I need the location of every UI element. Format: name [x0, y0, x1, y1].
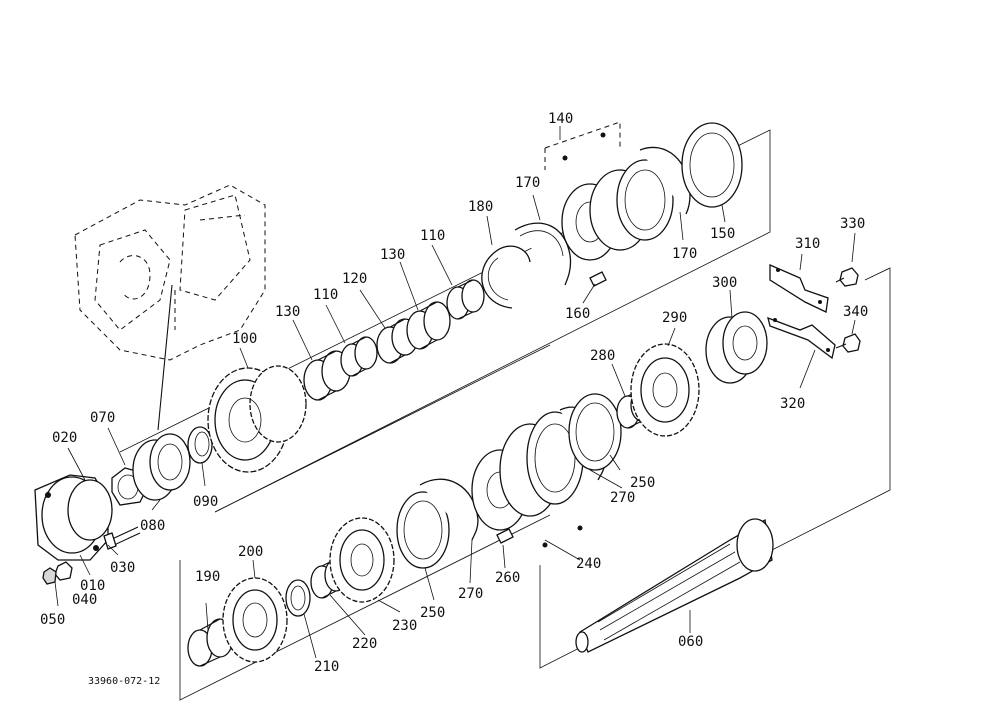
part-140-synchro-hub [561, 132, 674, 261]
label-250a: 250 [420, 605, 445, 621]
part-210-ring [285, 579, 311, 617]
part-150-cone-ring [681, 122, 743, 208]
part-260-key [496, 528, 514, 544]
label-030: 030 [110, 560, 135, 576]
label-270a: 270 [458, 586, 483, 602]
label-070: 070 [90, 410, 115, 426]
label-080: 080 [140, 518, 165, 534]
label-200: 200 [238, 544, 263, 560]
label-230: 230 [392, 618, 417, 634]
label-050: 050 [40, 612, 65, 628]
part-250-cone-ring [396, 491, 450, 569]
label-110b: 110 [420, 228, 445, 244]
label-340: 340 [843, 304, 868, 320]
label-260: 260 [495, 570, 520, 586]
label-130b: 130 [380, 247, 405, 263]
part-250b-cone-ring [568, 393, 622, 471]
label-040: 040 [72, 592, 97, 608]
label-120: 120 [342, 271, 367, 287]
transmission-housing [74, 184, 266, 361]
figure-code: 33960-072-12 [88, 676, 160, 687]
label-330: 330 [840, 216, 865, 232]
label-300: 300 [712, 275, 737, 291]
part-040-050-nuts [42, 561, 73, 585]
label-170b: 170 [672, 246, 697, 262]
label-250b: 250 [630, 475, 655, 491]
part-170-ring [514, 222, 572, 286]
label-090: 090 [193, 494, 218, 510]
part-020-cover [34, 474, 113, 561]
label-320: 320 [780, 396, 805, 412]
label-280: 280 [590, 348, 615, 364]
part-240-synchro-hub [471, 411, 584, 548]
part-170b-ring [639, 146, 691, 215]
part-160-key [589, 271, 607, 287]
part-110b-bearing [446, 279, 485, 320]
label-210: 210 [314, 659, 339, 675]
part-100-gear [207, 365, 307, 473]
label-220: 220 [352, 636, 377, 652]
part-180-snap-ring [481, 245, 531, 309]
leader-lines [54, 126, 856, 659]
part-labels: 020 070 080 090 030 010 040 050 100 130 … [40, 111, 868, 687]
part-230-gear [329, 517, 395, 603]
part-200-gear [222, 577, 288, 663]
label-160: 160 [565, 306, 590, 322]
label-060: 060 [678, 634, 703, 650]
part-320-plate [767, 316, 836, 360]
label-010: 010 [80, 578, 105, 594]
label-240: 240 [576, 556, 601, 572]
part-340-bolt [835, 333, 861, 353]
label-100: 100 [232, 331, 257, 347]
label-170a: 170 [515, 175, 540, 191]
part-110-bearing [340, 336, 378, 377]
part-290-gear [630, 343, 700, 437]
label-110a: 110 [313, 287, 338, 303]
part-030-bolt [103, 526, 141, 550]
part-080-bearing [132, 433, 191, 501]
label-140: 140 [548, 111, 573, 127]
part-130b-needle-bearing [406, 301, 451, 350]
part-270-ring [419, 478, 479, 541]
label-290: 290 [662, 310, 687, 326]
part-090-ring [187, 426, 213, 464]
part-330-bolt [835, 267, 859, 287]
label-310: 310 [795, 236, 820, 252]
label-270b: 270 [610, 490, 635, 506]
label-190: 190 [195, 569, 220, 585]
label-020: 020 [52, 430, 77, 446]
group-outline [119, 121, 891, 701]
part-060-shaft [575, 518, 774, 653]
label-180: 180 [468, 199, 493, 215]
label-150: 150 [710, 226, 735, 242]
part-310-plate [769, 264, 829, 313]
label-130a: 130 [275, 304, 300, 320]
part-300-bearing [705, 311, 768, 384]
